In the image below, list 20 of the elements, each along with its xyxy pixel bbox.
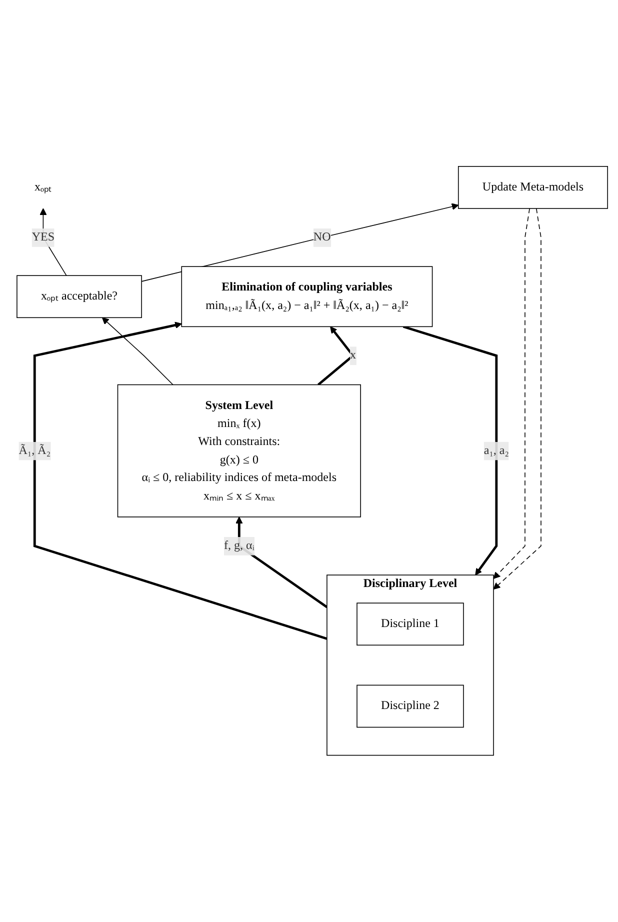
node-box [356, 684, 464, 728]
edge-label: YES [32, 231, 55, 244]
edge-label: NO [313, 231, 331, 244]
arrow [402, 326, 498, 576]
node-box [117, 384, 361, 518]
node-box [356, 602, 464, 646]
arrow [493, 208, 542, 590]
arrow [102, 317, 174, 386]
edge-label: x [350, 349, 356, 362]
cluster [326, 574, 494, 756]
edge-label: a₁, a₂ [484, 444, 509, 458]
arrow [493, 208, 530, 580]
arrow [40, 208, 67, 276]
node-text: xₒₚₜ [34, 180, 52, 194]
arrow [141, 203, 459, 282]
edge-label: f, g, αᵢ [224, 540, 254, 552]
node-box [458, 166, 608, 210]
node-box [181, 266, 433, 328]
node-box [16, 275, 142, 318]
edge-label: Ã₁, Ã₂ [18, 444, 51, 458]
